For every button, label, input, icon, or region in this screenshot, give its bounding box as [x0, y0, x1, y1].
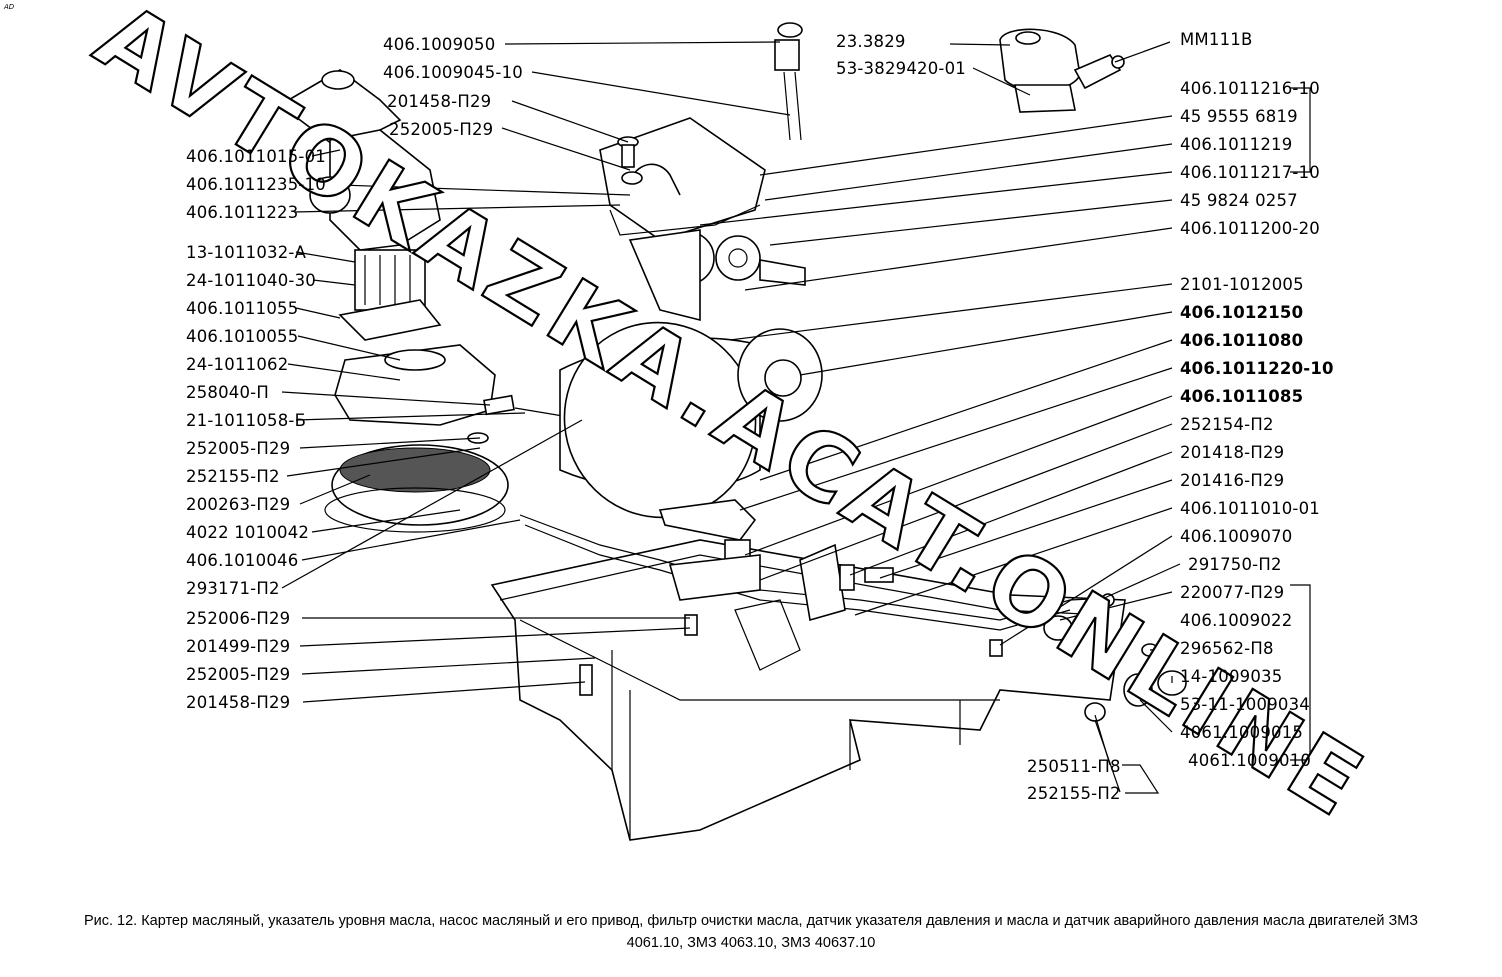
label-left-item: 293171-П2	[186, 579, 280, 598]
label-right-item: 45 9555 6819	[1180, 107, 1298, 126]
label-right-item: 220077-П29	[1180, 583, 1284, 602]
figure-caption-line2: 4061.10, ЗМЗ 4063.10, ЗМЗ 40637.10	[626, 935, 876, 951]
oil-strainer	[324, 432, 509, 533]
label-right-item: 406.1009070	[1180, 527, 1292, 546]
label-right-item: 4061.1009010	[1188, 751, 1311, 770]
label-right-item: 406.1011200-20	[1180, 219, 1320, 238]
label-left-item: 252005-П29	[186, 665, 290, 684]
label-right-item: 406.1011219	[1180, 135, 1292, 154]
labels-left: 406.1011015-01 406.1011235-10 406.101122…	[186, 147, 326, 712]
label-right-item: 14-1009035	[1180, 667, 1282, 686]
label-left-item: 21-1011058-Б	[186, 411, 306, 430]
bracket	[799, 543, 894, 622]
label-dipstick: 406.1009050	[383, 35, 495, 54]
label-right-item: 406.1011010-01	[1180, 499, 1320, 518]
dipstick	[774, 22, 803, 141]
label-right-item: 406.1011216-10	[1180, 79, 1320, 98]
label-dipstick-tube: 406.1009045-10	[383, 63, 523, 82]
pressure-sensor	[999, 28, 1125, 113]
label-bottom-item: 252155-П2	[1027, 784, 1121, 803]
label-left-item: 201458-П29	[186, 693, 290, 712]
labels-right: 406.1011216-10 45 9555 6819 406.1011219 …	[1180, 79, 1334, 770]
label-bottom-item: 250511-П8	[1027, 757, 1121, 776]
label-left-item: 4022 1010042	[186, 523, 309, 542]
label-right-item: 4061.1009015	[1180, 723, 1303, 742]
label-left-item: 406.1011015-01	[186, 147, 326, 166]
label-washer: 252005-П29	[389, 120, 493, 139]
label-left-item: 24-1011040-30	[186, 271, 316, 290]
label-left-item: 406.1011223	[186, 203, 298, 222]
label-left-item: 406.1010046	[186, 551, 298, 570]
pump-drive	[599, 117, 806, 322]
leader-lines-right	[699, 41, 1311, 794]
label-left-item: 252005-П29	[186, 439, 290, 458]
label-left-item: 258040-П	[186, 383, 269, 402]
label-right-item: 2101-1012005	[1180, 275, 1304, 294]
label-left-item: 406.1010055	[186, 327, 298, 346]
oil-filter	[559, 321, 823, 601]
label-right-item: 291750-П2	[1188, 555, 1282, 574]
bolt-top	[617, 136, 643, 185]
label-right-item: 406.1011080	[1180, 331, 1303, 350]
corner-mark: AD	[4, 3, 15, 11]
leader-lines-left	[281, 41, 791, 703]
pump-cover	[334, 344, 588, 426]
label-sensor: 23.3829	[836, 32, 906, 51]
label-alarm-sensor: ММ111В	[1180, 30, 1253, 49]
figure-caption-line1: Рис. 12. Картер масляный, указатель уров…	[83, 913, 1419, 929]
label-right-item: 406.1011220-10	[1180, 359, 1334, 378]
label-right-item: 296562-П8	[1180, 639, 1274, 658]
label-left-item: 201499-П29	[186, 637, 290, 656]
label-right-item: 201418-П29	[1180, 443, 1284, 462]
label-left-item: 406.1011235-10	[186, 175, 326, 194]
label-left-item: 252155-П2	[186, 467, 280, 486]
label-right-item: 406.1009022	[1180, 611, 1292, 630]
label-right-item: 201416-П29	[1180, 471, 1284, 490]
label-bolt: 201458-П29	[387, 92, 491, 111]
label-right-item: 406.1011085	[1180, 387, 1303, 406]
label-sensor-alt: 53-3829420-01	[836, 59, 966, 78]
label-left-item: 13-1011032-А	[186, 243, 307, 262]
label-left-item: 406.1011055	[186, 299, 298, 318]
label-left-item: 200263-П29	[186, 495, 290, 514]
label-right-item: 406.1011217-10	[1180, 163, 1320, 182]
label-right-item: 45 9824 0257	[1180, 191, 1298, 210]
label-left-item: 252006-П29	[186, 609, 290, 628]
label-right-item: 406.1012150	[1180, 303, 1303, 322]
label-left-item: 24-1011062	[186, 355, 288, 374]
label-right-item: 252154-П2	[1180, 415, 1274, 434]
label-right-item: 53-11-1009034	[1180, 695, 1310, 714]
